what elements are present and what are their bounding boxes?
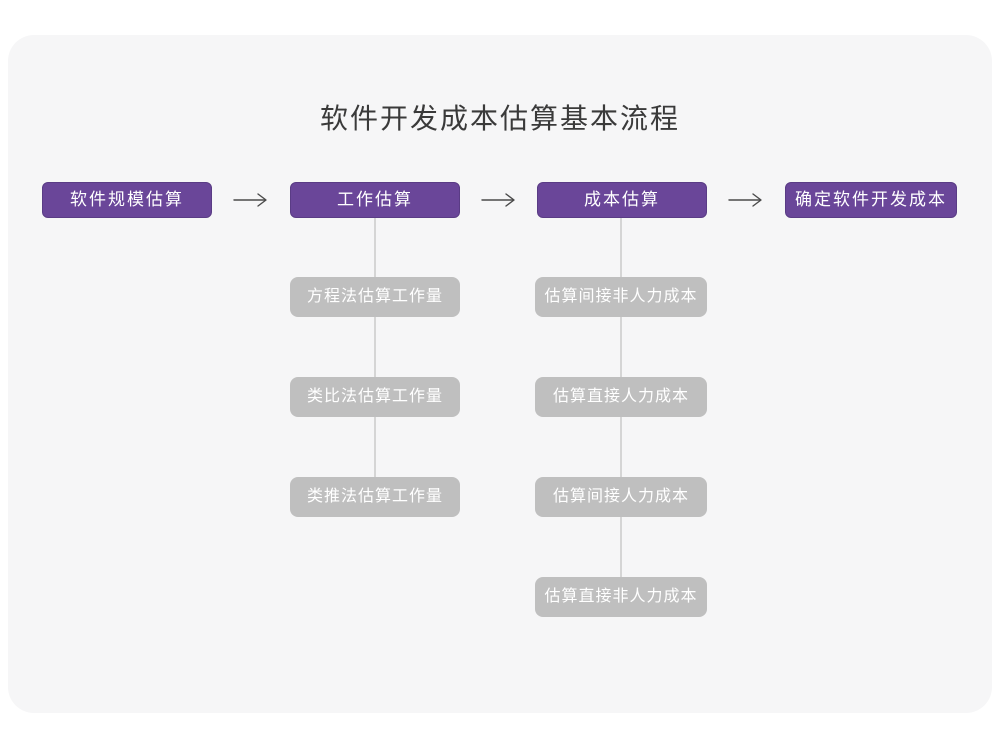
flow-step-determine-development-cost: 确定软件开发成本 bbox=[785, 182, 957, 218]
cost-item-label: 估算间接非人力成本 bbox=[544, 288, 698, 305]
cost-item-node-indirect-labor: 估算间接人力成本 bbox=[535, 477, 707, 517]
cost-item-node-direct-labor: 估算直接人力成本 bbox=[535, 377, 707, 417]
work-method-node-equation: 方程法估算工作量 bbox=[290, 277, 460, 317]
flow-step-label: 成本估算 bbox=[584, 190, 660, 209]
cost-item-label: 估算直接非人力成本 bbox=[544, 588, 698, 605]
work-method-label: 类比法估算工作量 bbox=[306, 388, 443, 405]
work-method-label: 方程法估算工作量 bbox=[306, 288, 443, 305]
work-method-node-extrapolation: 类推法估算工作量 bbox=[290, 477, 460, 517]
connector-line-work bbox=[374, 218, 376, 497]
flow-step-label: 确定软件开发成本 bbox=[795, 190, 947, 209]
work-method-node-analogy: 类比法估算工作量 bbox=[290, 377, 460, 417]
flow-step-label: 软件规模估算 bbox=[70, 190, 184, 209]
flow-step-work-estimation: 工作估算 bbox=[290, 182, 460, 218]
cost-item-label: 估算直接人力成本 bbox=[552, 388, 689, 405]
cost-item-label: 估算间接人力成本 bbox=[552, 488, 689, 505]
flow-step-cost-estimation: 成本估算 bbox=[537, 182, 707, 218]
flow-step-software-scale-estimation: 软件规模估算 bbox=[42, 182, 212, 218]
cost-item-node-indirect-nonlabor: 估算间接非人力成本 bbox=[535, 277, 707, 317]
cost-item-node-direct-nonlabor: 估算直接非人力成本 bbox=[535, 577, 707, 617]
flow-step-label: 工作估算 bbox=[337, 190, 413, 209]
arrow-right-icon bbox=[481, 193, 515, 207]
arrow-right-icon bbox=[728, 193, 762, 207]
diagram-card bbox=[8, 35, 992, 713]
page-title: 软件开发成本估算基本流程 bbox=[319, 103, 680, 134]
work-method-label: 类推法估算工作量 bbox=[306, 488, 443, 505]
arrow-right-icon bbox=[233, 193, 267, 207]
